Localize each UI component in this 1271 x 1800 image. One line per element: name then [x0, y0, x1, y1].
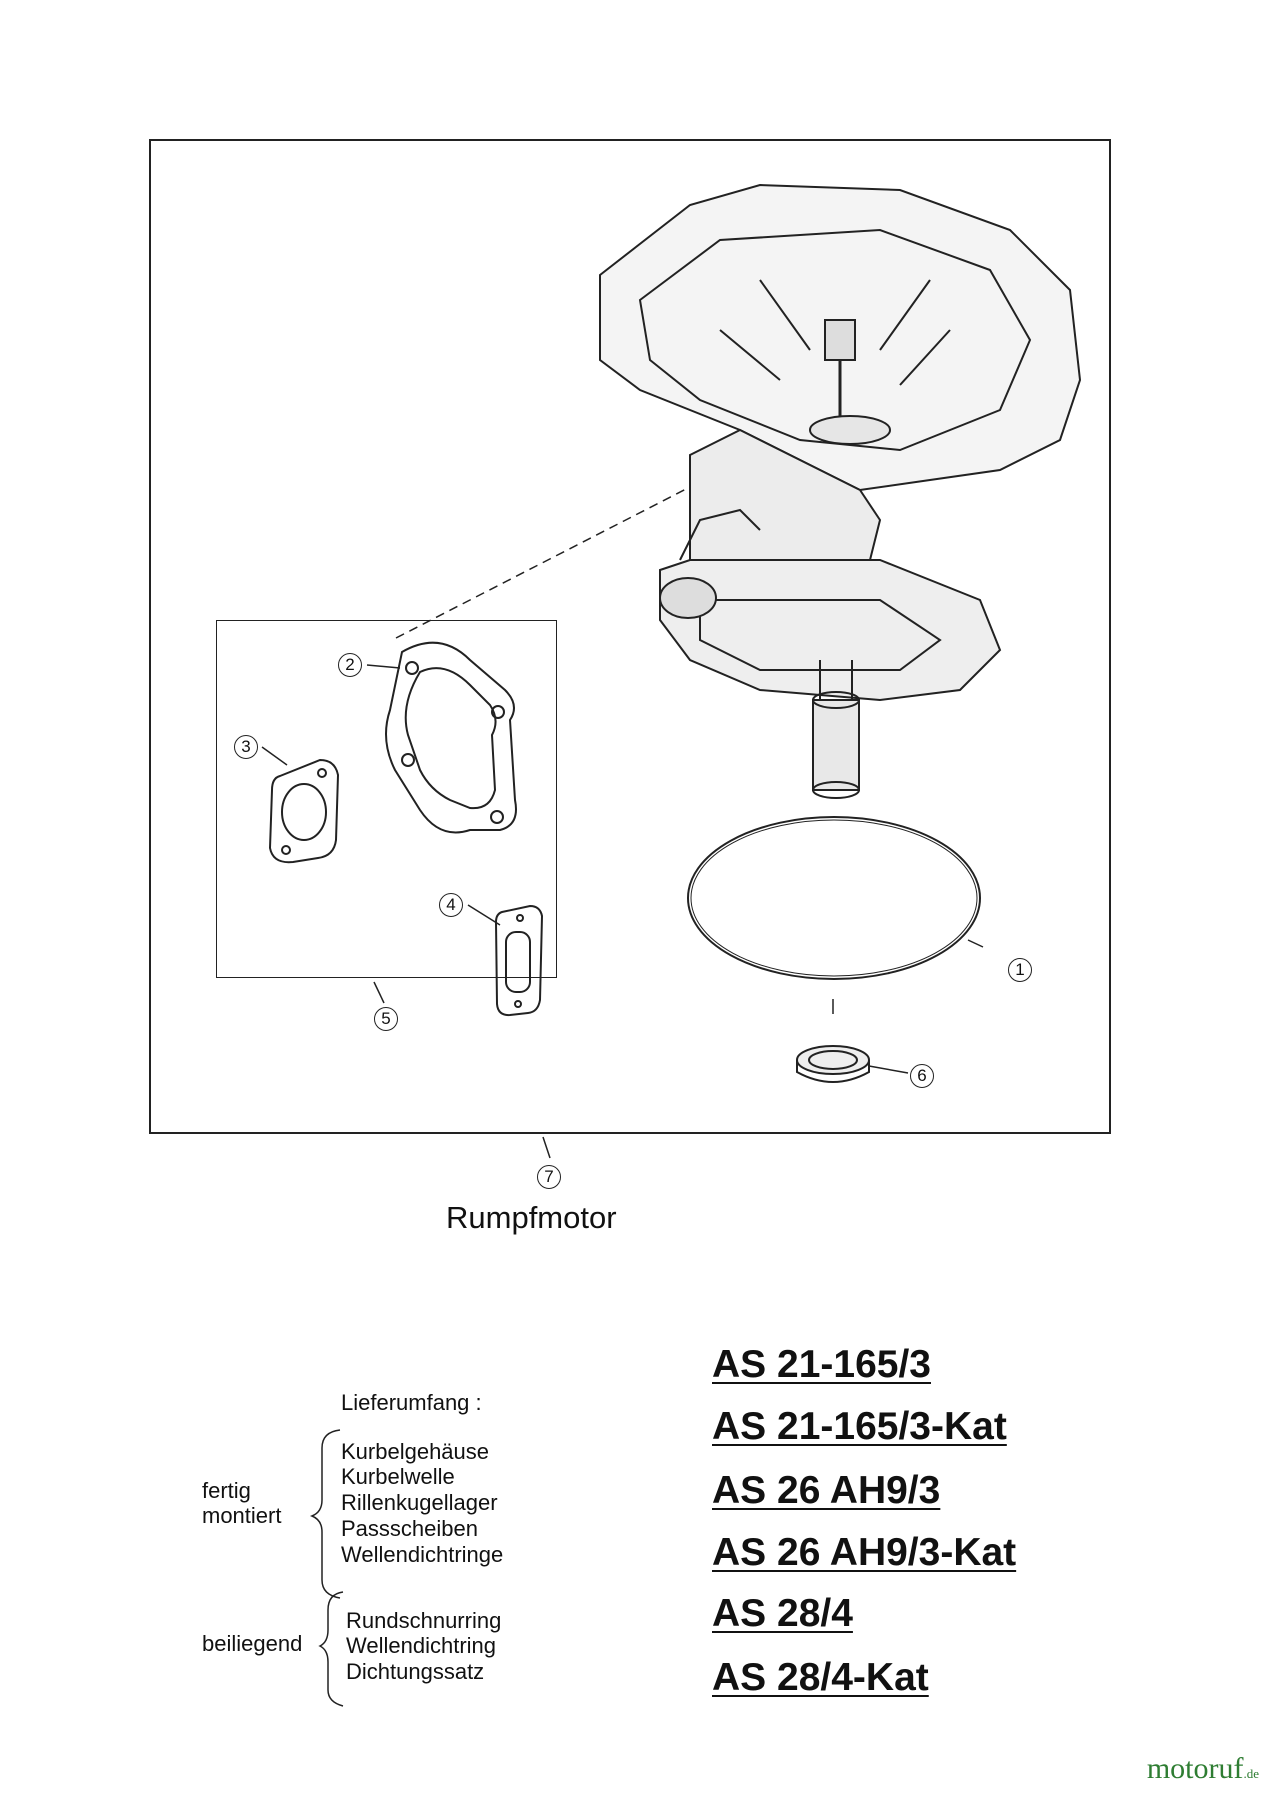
brand-suffix: .de	[1243, 1766, 1259, 1781]
group2-label: beiliegend	[202, 1631, 303, 1656]
brace-fertig-montiert	[309, 1429, 341, 1599]
group2-item: Wellendichtring	[346, 1633, 497, 1658]
model-number: AS 26 AH9/3	[712, 1469, 941, 1512]
callout-1: 1	[1008, 958, 1032, 982]
group1-item: Rillenkugellager	[341, 1490, 498, 1515]
group1-item: Kurbelwelle	[341, 1464, 455, 1489]
group1-label-line1: fertig	[202, 1478, 251, 1503]
model-number: AS 26 AH9/3-Kat	[712, 1531, 1017, 1574]
o-ring-part	[687, 816, 981, 980]
callout-7: 7	[537, 1165, 561, 1189]
group2-item: Rundschnurring	[346, 1608, 502, 1633]
intake-gasket-part	[268, 758, 340, 864]
group1-label-line2: montiert	[202, 1503, 282, 1528]
legend-header: Lieferumfang :	[341, 1390, 482, 1415]
group1-item: Wellendichtringe	[341, 1542, 504, 1567]
engine-housing	[599, 183, 1082, 799]
group1-item: Kurbelgehäuse	[341, 1439, 490, 1464]
callout-2: 2	[338, 653, 362, 677]
callout-4: 4	[439, 893, 463, 917]
gasket-set-frame	[216, 620, 557, 978]
brand-name: motoruf	[1146, 1752, 1244, 1785]
assembly-caption: Rumpfmotor	[446, 1200, 617, 1235]
callout-3: 3	[234, 735, 258, 759]
shaft-seal-part	[796, 1045, 870, 1083]
cylinder-gasket-part	[385, 641, 517, 834]
exhaust-gasket-part	[494, 904, 544, 1017]
model-number: AS 21-165/3	[712, 1343, 931, 1386]
diagram-frame	[149, 139, 1111, 1134]
model-number: AS 21-165/3-Kat	[712, 1405, 1007, 1448]
group1-item: Passscheiben	[341, 1516, 478, 1541]
group2-item: Dichtungssatz	[346, 1659, 485, 1684]
model-number: AS 28/4	[712, 1592, 853, 1635]
brand-logo: motoruf.de	[1147, 1752, 1259, 1786]
brace-beiliegend	[318, 1591, 344, 1707]
callout-6: 6	[910, 1064, 934, 1088]
model-number: AS 28/4-Kat	[712, 1656, 929, 1699]
callout-5: 5	[374, 1007, 398, 1031]
